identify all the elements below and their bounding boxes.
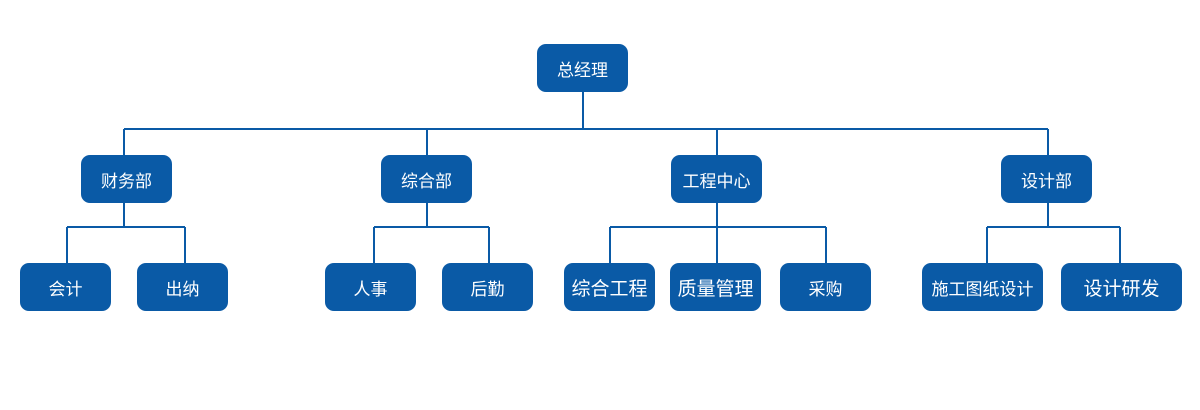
node-design-rnd: 设计研发 [1061, 263, 1182, 311]
node-construction-drawing-design: 施工图纸设计 [922, 263, 1043, 311]
node-quality-management: 质量管理 [670, 263, 761, 311]
node-engineering-center: 工程中心 [671, 155, 762, 203]
node-accounting: 会计 [20, 263, 111, 311]
node-general-affairs-dept: 综合部 [381, 155, 472, 203]
node-procurement: 采购 [780, 263, 871, 311]
node-general-manager: 总经理 [537, 44, 628, 92]
node-human-resources: 人事 [325, 263, 416, 311]
node-design-dept: 设计部 [1001, 155, 1092, 203]
node-general-engineering: 综合工程 [564, 263, 655, 311]
node-logistics: 后勤 [442, 263, 533, 311]
node-finance-dept: 财务部 [81, 155, 172, 203]
node-cashier: 出纳 [137, 263, 228, 311]
